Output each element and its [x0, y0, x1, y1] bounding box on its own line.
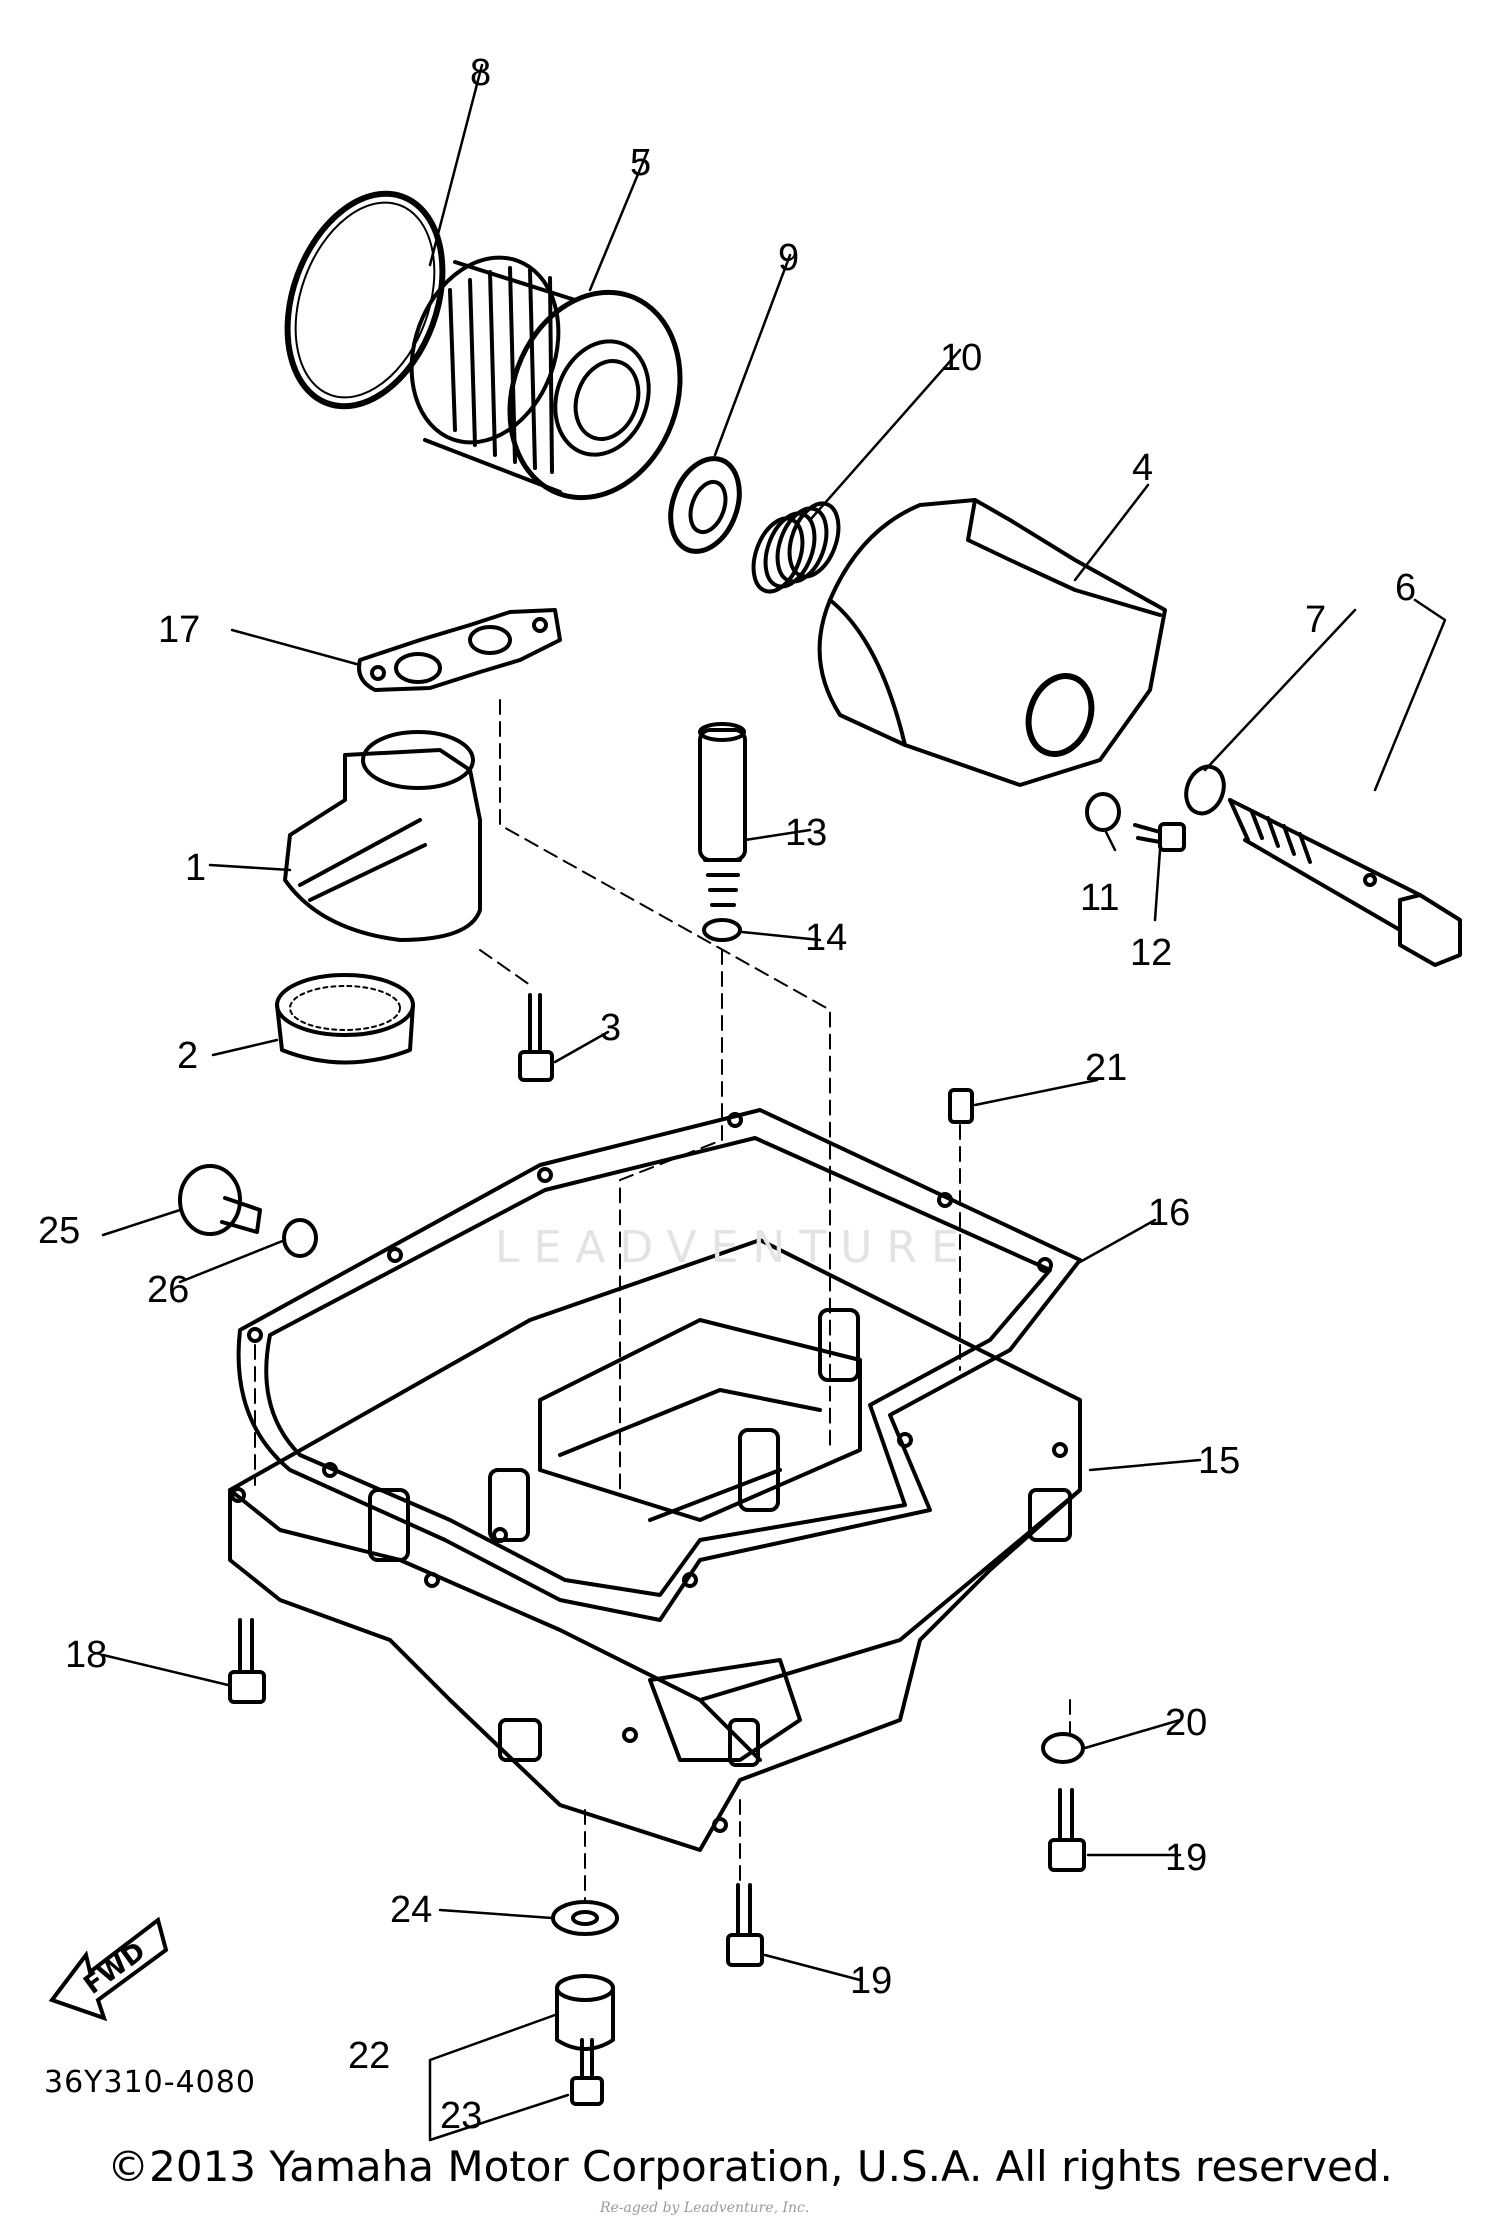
- part-15-oil-pan: [228, 1238, 1082, 1852]
- callout-21: 21: [1085, 1047, 1127, 1089]
- callout-8: 8: [470, 52, 491, 94]
- callout-14: 14: [805, 917, 847, 959]
- part-11-nut: [1085, 792, 1121, 832]
- callout-13: 13: [785, 812, 827, 854]
- callout-18: 18: [65, 1634, 107, 1676]
- callout-4: 4: [1132, 447, 1153, 489]
- callout-25: 25: [38, 1210, 80, 1252]
- part-8-o-ring: [284, 190, 446, 410]
- watermark: LEADVENTURE: [495, 1222, 973, 1273]
- part-14-o-ring: [702, 918, 742, 942]
- part-20-washer: [1041, 1732, 1085, 1764]
- part-22-drain-plug: [555, 1974, 615, 2051]
- callout-20: 20: [1165, 1702, 1207, 1744]
- callout-5: 5: [630, 142, 651, 184]
- callout-23: 23: [440, 2095, 482, 2137]
- callout-24: 24: [390, 1889, 432, 1931]
- part-16-pan-gasket: [236, 1108, 1082, 1622]
- callout-6: 6: [1395, 567, 1416, 609]
- part-13-relief-pipe: [698, 722, 747, 907]
- part-3-bolt: [518, 993, 554, 1082]
- callout-11: 11: [1080, 877, 1119, 919]
- fwd-arrow-icon: FWD: [48, 1916, 169, 2022]
- callout-16: 16: [1148, 1192, 1190, 1234]
- part-9-washer: [668, 456, 742, 554]
- callout-2: 2: [177, 1035, 198, 1077]
- part-17-gasket: [357, 608, 562, 692]
- part-19-bolt-right: [1048, 1788, 1086, 1872]
- part-19-bolt-bottom: [726, 1883, 764, 1967]
- part-10-spring: [751, 501, 841, 594]
- part-21-dowel: [948, 1088, 974, 1124]
- part-7-o-ring: [1184, 764, 1226, 816]
- callout-19-right: 19: [1165, 1837, 1207, 1879]
- callout-22: 22: [348, 2035, 390, 2077]
- callout-9: 9: [778, 237, 799, 279]
- callout-19-bottom: 19: [850, 1960, 892, 2002]
- part-2-strainer-screen: [275, 973, 415, 1065]
- part-18-bolt: [228, 1618, 266, 1704]
- part-4-filter-cover: [817, 498, 1167, 787]
- part-1-strainer-housing: [283, 730, 482, 942]
- callout-26: 26: [147, 1269, 189, 1311]
- part-23-bolt: [570, 2038, 604, 2106]
- part-24-washer: [551, 1900, 619, 1936]
- part-12-screw: [1133, 822, 1186, 852]
- callout-17: 17: [158, 609, 200, 651]
- fwd-label: FWD: [78, 1936, 151, 2000]
- subcredit: Re-aged by Leadventure, Inc.: [600, 2200, 810, 2216]
- callout-3: 3: [600, 1007, 621, 1049]
- copyright-notice: ©2013 Yamaha Motor Corporation, U.S.A. A…: [107, 2142, 1393, 2191]
- part-26-o-ring: [282, 1218, 318, 1258]
- part-25-plug: [178, 1164, 262, 1236]
- callout-1: 1: [185, 847, 206, 889]
- callout-15: 15: [1198, 1440, 1240, 1482]
- part-5-oil-filter: [409, 255, 683, 501]
- callout-10: 10: [940, 337, 982, 379]
- part-6-union-bolt: [1228, 798, 1462, 967]
- diagram-code: 36Y310-4080: [44, 2065, 256, 2100]
- callout-12: 12: [1130, 932, 1172, 974]
- callout-7: 7: [1305, 599, 1326, 641]
